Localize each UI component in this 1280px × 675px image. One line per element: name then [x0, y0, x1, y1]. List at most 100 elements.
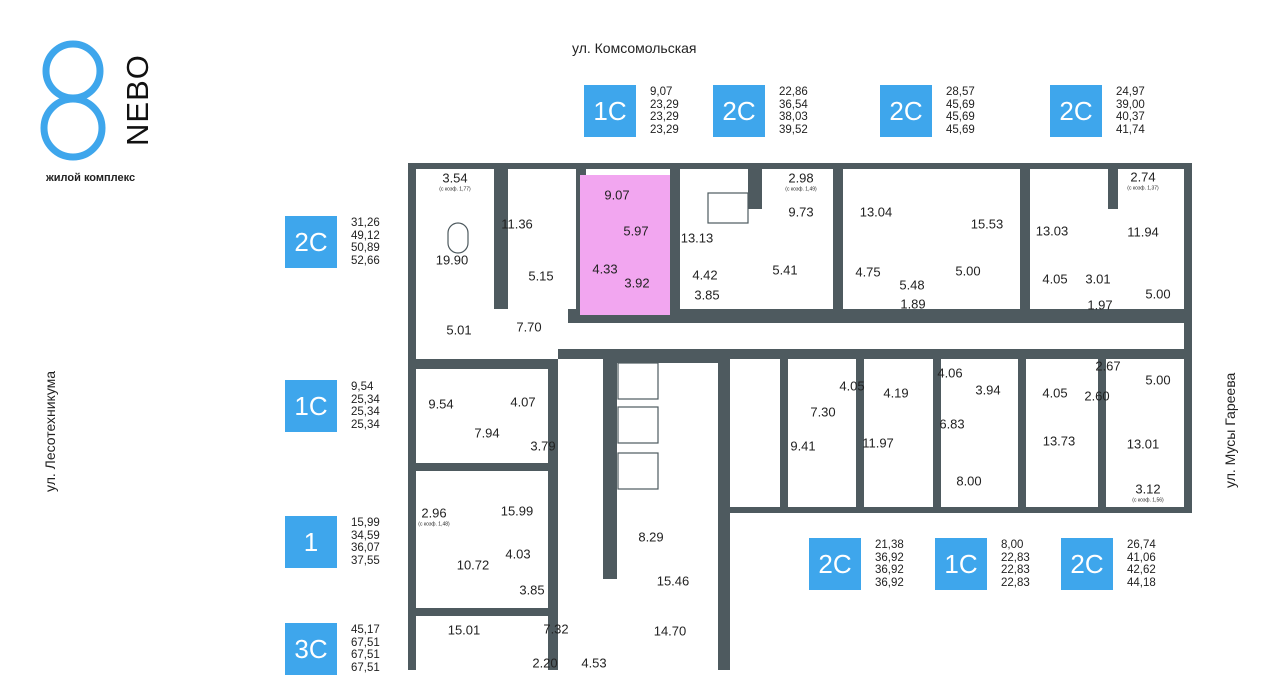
- apartment-type-badge[interactable]: 1: [285, 516, 337, 568]
- area-value: 15,99: [351, 517, 380, 529]
- room-area-label[interactable]: 4.05: [839, 378, 865, 394]
- room-area-label[interactable]: 13.04: [859, 204, 893, 220]
- room-area-label[interactable]: 9.54: [428, 396, 454, 412]
- room-area-label[interactable]: 13.01: [1126, 436, 1160, 452]
- room-area-label[interactable]: 4.05: [1042, 271, 1068, 287]
- room-area-label[interactable]: 19.90: [435, 252, 469, 268]
- room-area-label[interactable]: 4.75: [855, 264, 881, 280]
- room-area-label[interactable]: 5.00: [955, 263, 981, 279]
- room-area-label[interactable]: 3.92: [624, 275, 650, 291]
- room-area-label[interactable]: 4.33: [592, 261, 618, 277]
- apartment-type-badge[interactable]: 2С: [713, 85, 765, 137]
- room-area-label[interactable]: 14.70: [653, 623, 687, 639]
- area-value: 36,92: [875, 564, 904, 576]
- room-area-label[interactable]: 2.20: [532, 655, 558, 671]
- area-value: 23,29: [650, 111, 679, 123]
- room-area-label[interactable]: 11.36: [501, 216, 533, 232]
- apartment-type-badge[interactable]: 2С: [1061, 538, 1113, 590]
- area-value: 21,38: [875, 539, 904, 551]
- area-value: 42,62: [1127, 564, 1156, 576]
- area-value: 38,03: [779, 111, 808, 123]
- street-left: ул. Лесотехникума: [42, 370, 58, 492]
- logo-eight-icon: [40, 40, 106, 161]
- apartment-type-badge[interactable]: 2С: [880, 85, 932, 137]
- area-value: 25,34: [351, 393, 380, 406]
- room-area-label[interactable]: 5.00: [1145, 286, 1171, 302]
- area-value: 45,17: [351, 624, 380, 636]
- room-area-label[interactable]: 4.05: [1042, 385, 1068, 401]
- room-area-label[interactable]: 3.01: [1085, 271, 1111, 287]
- apartment-type-badge[interactable]: 2С: [809, 538, 861, 590]
- apartment-type-badge[interactable]: 2С: [1050, 85, 1102, 137]
- apartment-type-badge[interactable]: 2С: [285, 216, 337, 268]
- area-value: 52,66: [351, 254, 380, 267]
- room-area-label[interactable]: 4.42: [692, 267, 718, 283]
- street-right: ул. Мусы Гареева: [1222, 372, 1238, 488]
- apartment-type-badge[interactable]: 1С: [285, 380, 337, 432]
- room-area-label[interactable]: 3.85: [519, 582, 545, 598]
- room-area-label[interactable]: 3.79: [530, 438, 556, 454]
- room-area-label[interactable]: 6.83: [939, 416, 965, 432]
- room-area-label[interactable]: 11.94: [1127, 224, 1159, 240]
- room-area-label[interactable]: 3.54: [442, 170, 468, 186]
- room-area-label[interactable]: 10.72: [456, 557, 490, 573]
- balcony-coefficient-note: (с коэф. 1,49): [785, 186, 817, 193]
- room-area-label[interactable]: 3.94: [975, 382, 1001, 398]
- apartment-type-badge[interactable]: 1С: [584, 85, 636, 137]
- room-area-label[interactable]: 5.15: [528, 268, 554, 284]
- room-area-label[interactable]: 5.97: [623, 223, 649, 239]
- room-area-label[interactable]: 13.13: [680, 230, 714, 246]
- room-area-label[interactable]: 2.98: [788, 170, 814, 186]
- area-value: 23,29: [650, 123, 679, 136]
- room-area-label[interactable]: 7.94: [474, 425, 500, 441]
- room-area-label[interactable]: 5.00: [1145, 372, 1171, 388]
- apartment-type-badge[interactable]: 3С: [285, 623, 337, 675]
- room-area-label[interactable]: 4.03: [505, 546, 531, 562]
- room-area-label[interactable]: 4.53: [581, 655, 607, 671]
- area-value: 45,69: [946, 98, 975, 111]
- room-area-label[interactable]: 7.32: [543, 621, 569, 637]
- room-area-label[interactable]: 9.73: [788, 204, 814, 220]
- room-area-label[interactable]: 15.53: [970, 216, 1004, 232]
- room-area-label[interactable]: 15.99: [500, 503, 534, 519]
- area-value: 49,12: [351, 229, 380, 242]
- room-area-label[interactable]: 9.07: [604, 187, 630, 203]
- room-area-label[interactable]: 15.01: [447, 622, 481, 638]
- room-area-label[interactable]: 3.12: [1135, 481, 1161, 497]
- room-area-label[interactable]: 5.01: [446, 322, 472, 338]
- area-value: 8,00: [1001, 539, 1024, 551]
- room-area-label[interactable]: 4.07: [510, 394, 536, 410]
- area-value: 41,74: [1116, 123, 1145, 136]
- room-area-label[interactable]: 2.96: [421, 505, 447, 521]
- area-value: 36,54: [779, 98, 808, 111]
- room-area-label[interactable]: 8.29: [638, 529, 664, 545]
- room-area-label[interactable]: 7.70: [516, 319, 542, 335]
- room-area-label[interactable]: 4.19: [883, 385, 909, 401]
- room-area-label[interactable]: 11.97: [862, 435, 894, 451]
- room-area-label[interactable]: 8.00: [956, 473, 982, 489]
- room-area-label[interactable]: 9.41: [790, 438, 816, 454]
- room-area-label[interactable]: 7.30: [810, 404, 836, 420]
- room-area-label[interactable]: 3.85: [694, 287, 720, 303]
- room-area-label[interactable]: 13.73: [1042, 433, 1076, 449]
- room-area-label[interactable]: 1.89: [900, 296, 926, 312]
- room-area-label[interactable]: 2.74: [1130, 169, 1156, 185]
- room-area-label[interactable]: 2.67: [1095, 358, 1121, 374]
- apartment-type-badge[interactable]: 1С: [935, 538, 987, 590]
- room-area-label[interactable]: 5.41: [772, 262, 798, 278]
- room-area-label[interactable]: 1.97: [1087, 297, 1113, 313]
- room-area-label[interactable]: 13.03: [1035, 223, 1069, 239]
- area-value: 24,97: [1116, 86, 1145, 98]
- logo-tagline: жилой комплекс: [46, 172, 136, 184]
- area-value: 67,51: [351, 649, 380, 661]
- area-value: 36,92: [875, 551, 904, 564]
- area-value: 22,83: [1001, 551, 1030, 564]
- room-area-label[interactable]: 2.60: [1084, 388, 1110, 404]
- room-area-label[interactable]: 5.48: [899, 277, 925, 293]
- room-area-label[interactable]: 15.46: [656, 573, 690, 589]
- room-area-label[interactable]: 4.06: [937, 365, 963, 381]
